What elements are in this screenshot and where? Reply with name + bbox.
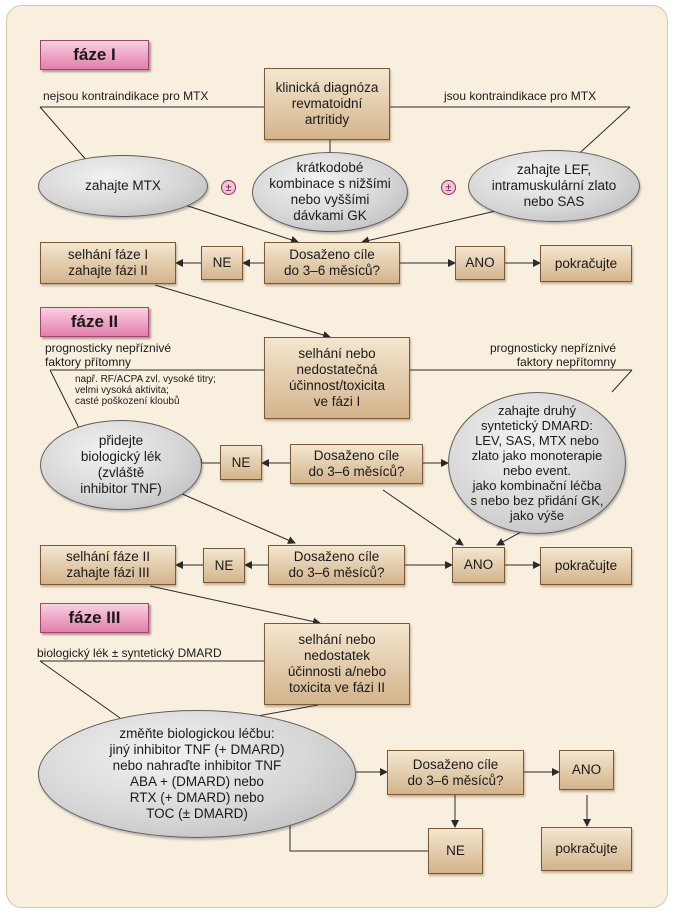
no-contraindication-label: nejsou kontraindikace pro MTX [43, 89, 209, 103]
plus-minus-icon: ± [441, 180, 456, 195]
add-biologic-oval: přidejte biologický lék (zvláště inhibit… [40, 420, 202, 510]
start-lef-oval: zahajte LEF, intramuskulární zlato nebo … [468, 150, 640, 222]
goal-question-box: Dosaženo cíle do 3–6 měsíců? [387, 750, 524, 795]
phase-1-insufficient-box: selhání nebo nedostatečná účinnost/toxic… [264, 337, 410, 419]
start-mtx-oval: zahajte MTX [38, 155, 208, 217]
phase-1-tab: fáze I [40, 40, 149, 70]
goal-question-box: Dosaženo cíle do 3–6 měsíců? [290, 444, 423, 484]
continue-box: pokračujte [540, 547, 632, 585]
phase-2-insufficient-box: selhání nebo nedostatek účinnosti a/nebo… [264, 623, 410, 705]
unfavorable-absent-label: prognosticky nepříznivé faktory nepřítom… [490, 341, 617, 369]
yes-box: ANO [452, 547, 505, 583]
no-box: NE [428, 828, 483, 874]
yes-box: ANO [455, 246, 505, 280]
goal-question-box: Dosaženo cíle do 3–6 měsíců? [264, 242, 400, 284]
yes-box: ANO [559, 750, 614, 790]
phase-1-failure-box: selhání fáze I zahajte fázi II [40, 242, 176, 284]
biologic-dmard-label: biologický lék ± syntetický DMARD [37, 646, 222, 660]
short-term-gc-oval: krátkodobé kombinace s nižšími nebo vyšš… [252, 152, 408, 232]
change-biologic-oval: změňte biologickou léčbu: jiný inhibitor… [38, 710, 356, 838]
plus-minus-icon: ± [221, 180, 236, 195]
continue-box: pokračujte [540, 245, 632, 282]
no-box: NE [220, 445, 262, 480]
phase-2-tab: fáze II [40, 307, 149, 337]
continue-box: pokračujte [541, 827, 632, 871]
phase-3-tab: fáze III [40, 603, 149, 633]
no-box: NE [201, 246, 243, 280]
diagnosis-box: klinická diagnóza revmatoidní artritidy [264, 68, 390, 140]
unfavorable-examples-label: např. RF/ACPA zvl. vysoké titry; velmi v… [75, 374, 216, 407]
no-box: NE [203, 548, 245, 583]
contraindication-label: jsou kontraindikace pro MTX [444, 89, 597, 103]
phase-2-failure-box: selhání fáze II zahajte fázi III [40, 545, 176, 585]
second-dmard-oval: zahajte druhý syntetický DMARD: LEV, SAS… [448, 392, 626, 534]
unfavorable-present-label: prognosticky nepříznivé faktory přítomny [45, 341, 172, 369]
goal-question-box: Dosaženo cíle do 3–6 měsíců? [268, 545, 405, 585]
